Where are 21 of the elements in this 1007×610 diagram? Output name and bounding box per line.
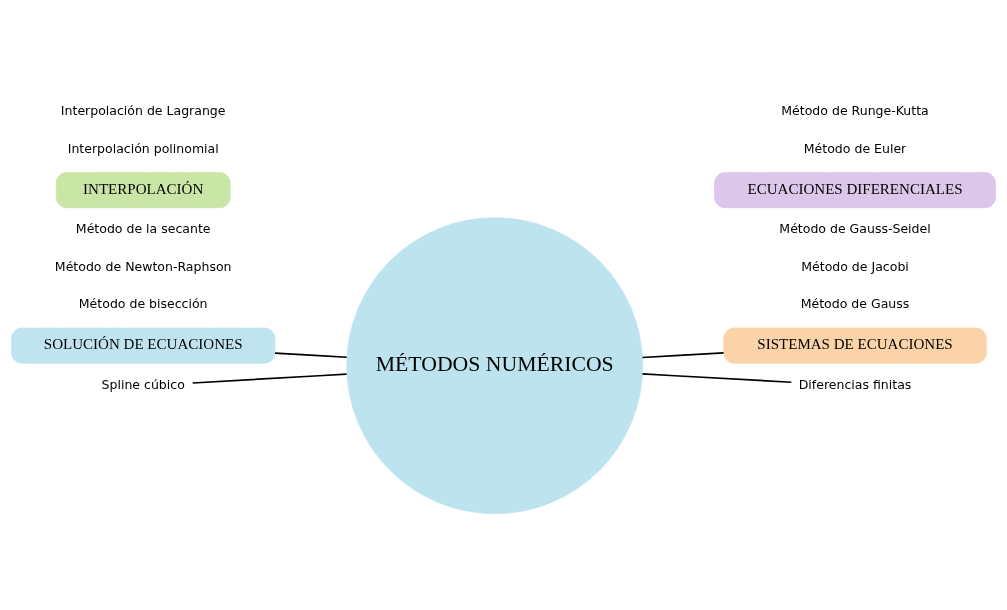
node-text: Diferencias finitas: [798, 376, 912, 392]
node-box: SOLUCIÓN DE ECUACIONES: [11, 327, 276, 364]
node-box: SISTEMAS DE ECUACIONES: [723, 327, 987, 364]
node-circle: MÉTODOS NUMÉRICOS: [346, 216, 644, 514]
node-text: Spline cúbico: [101, 376, 185, 392]
node-box: ECUACIONES DIFERENCIALES: [714, 171, 996, 208]
label: Interpolación polinomial: [67, 140, 219, 156]
label: Método de Runge-Kutta: [781, 102, 929, 118]
connector: [191, 372, 348, 384]
label: Método de Euler: [803, 140, 907, 156]
label: Método de Gauss-Seidel: [779, 220, 931, 236]
label: Método de la secante: [75, 220, 211, 236]
label: Método de Gauss: [800, 295, 910, 311]
node-box: INTERPOLACIÓN: [55, 171, 231, 208]
label: Método de Newton-Raphson: [54, 258, 232, 274]
connector: [641, 351, 725, 358]
connector: [641, 372, 793, 383]
label: Método de bisección: [78, 295, 208, 311]
label: Método de Jacobi: [801, 258, 909, 274]
label: Interpolación de Lagrange: [60, 102, 226, 118]
connector: [274, 351, 348, 358]
